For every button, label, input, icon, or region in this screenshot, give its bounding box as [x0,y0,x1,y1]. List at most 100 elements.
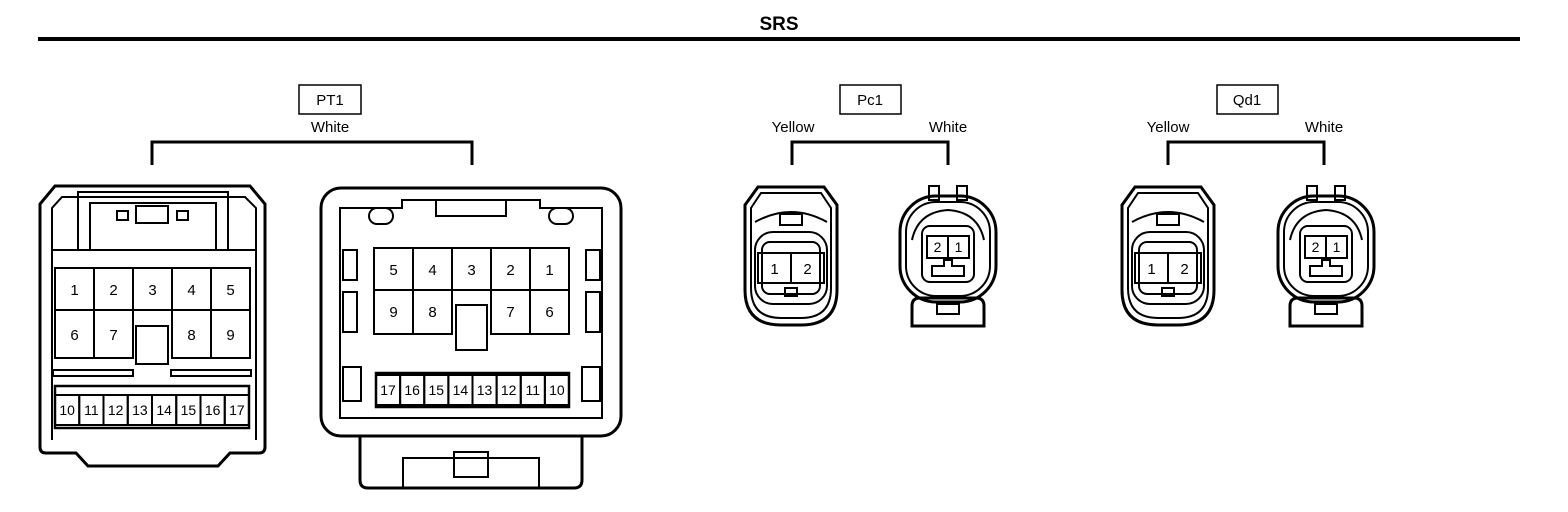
face-inner [1299,225,1353,283]
pin-label: 1 [770,261,778,278]
pin-label: 16 [205,402,221,418]
connector-group-pc1: Pc1 Yellow White [772,84,967,165]
pin-label: 5 [226,282,234,299]
pin-label: 4 [428,262,436,279]
pt1-right-rib-r2 [585,291,601,333]
connector-color-pc1-right: White [929,119,967,136]
housing-outer [743,185,839,327]
pin-label: 17 [229,402,245,418]
pt1-left-latch-inner [89,202,217,250]
pin-label: 15 [429,382,445,398]
housing-outer [1120,185,1216,327]
face-inner [761,241,821,295]
pin-cells [1304,235,1348,259]
pt1-right-rib-l2 [342,291,358,333]
connector-color-pc1-left: Yellow [772,119,815,136]
housing-inner [1283,201,1369,297]
face-frame [1131,231,1205,305]
connector-group-qd1: Qd1 Yellow White [1147,84,1343,165]
face-arch [911,208,985,241]
pin-cell [93,309,134,359]
pt1-left-shoulder [51,196,257,250]
key-block [1309,259,1343,277]
connector-label-box-qd1 [1216,84,1279,115]
latch-tab [779,213,803,226]
pin-label: 4 [187,282,195,299]
pin-cell [412,289,453,335]
pin-label: 11 [526,382,541,398]
pin-label: 9 [226,327,234,344]
pin-label: 14 [156,402,172,418]
connector-body [1120,185,1216,327]
lower-lock [1288,296,1364,328]
pin-label: 1 [545,262,553,279]
key-slot [1161,287,1175,297]
pt1-right-housing [319,186,623,438]
pt1-right-rib-l3 [342,366,362,402]
pin-label: 11 [84,402,99,418]
lower-lock [910,296,986,328]
pt1-left-lock-slot-right [176,210,189,221]
pin-label: 7 [506,304,514,321]
section-title: SRS [759,14,798,35]
pt1-right-rib-l1 [342,249,358,281]
pt1-right-lug-inner [402,457,540,488]
pin-cell [1167,252,1202,284]
pin-cells [757,252,825,284]
pt1-left-latch-outer [77,191,229,250]
pt1-component-cells [373,247,570,406]
pin-label: 12 [501,382,517,398]
latch-arch [754,211,828,223]
pt1-left-housing [38,184,267,468]
housing-inner [1127,192,1209,319]
pin-cell [790,252,825,284]
face-inner [1138,241,1198,295]
connector-color-pt1: White [311,119,349,136]
pin-label: 8 [187,327,195,344]
pin-cell [529,289,570,335]
pin-label: 2 [934,239,942,255]
pin-label: 2 [506,262,514,279]
connector-pt1-component-side [319,186,623,490]
connector-pt1-harness-side [38,184,267,468]
connector-label-qd1: Qd1 [1233,92,1261,109]
pin-cells [926,235,970,259]
pt1-right-slot-right [548,207,574,225]
ear-left [1306,185,1318,201]
pin-cells [1134,252,1202,284]
pin-label: 16 [404,382,420,398]
pin-label: 2 [803,261,811,278]
pin-label: 8 [428,304,436,321]
pin-label: 7 [109,327,117,344]
face-frame [754,231,828,305]
pin-cell [210,309,251,359]
connector-body [743,185,839,327]
pin-label: 2 [109,282,117,299]
pt1-left-lock-slot-left [116,210,129,221]
pt1-left-lock-tab [135,205,169,224]
connector-body [898,185,998,328]
pin-label: 9 [389,304,397,321]
pin-cell [1325,235,1348,259]
pt1-left-separator-left [52,369,134,377]
connector-label-pc1: Pc1 [857,92,883,109]
bracket-qd1 [1166,140,1326,165]
pt1-right-rib-r3 [581,366,601,402]
pin-label: 5 [389,262,397,279]
pt1-right-rib-r1 [585,249,601,281]
bracket-pc1 [790,140,950,165]
pin-label: 1 [1147,261,1155,278]
pt1-right-top-notch [435,199,507,217]
pin-label: 14 [453,382,469,398]
lower-lock-tab [936,303,960,315]
connector-label-box-pc1 [839,84,902,115]
connector-label-box-pt1 [298,84,362,115]
pt1-left-separator-right [170,369,252,377]
housing-outer [898,194,998,304]
pt1-right-center-key [455,304,488,351]
